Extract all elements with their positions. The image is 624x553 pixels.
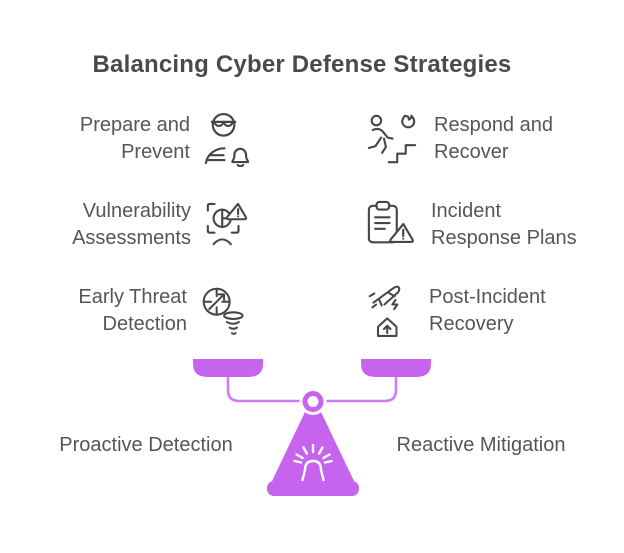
scan-warning-icon (204, 200, 250, 250)
item-label-line: Prepare and (79, 114, 190, 136)
item-label: Post-Incident Recovery (429, 284, 546, 338)
runner-stairs-flame-icon (366, 113, 419, 166)
scale-pivot-ring (302, 391, 324, 412)
radar-tornado-icon (200, 283, 250, 339)
item-respond-and-recover: Respond and Recover (366, 110, 553, 168)
scale-label-reactive: Reactive Mitigation (396, 434, 566, 456)
item-post-incident-recovery: Post-Incident Recovery (366, 282, 546, 340)
item-prepare-and-prevent: Prepare and Prevent (80, 110, 250, 168)
item-label: Incident Response Plans (431, 198, 577, 252)
agent-bell-icon (203, 112, 250, 167)
item-vulnerability-assessments: Vulnerability Assessments (72, 196, 250, 254)
item-label-line: Respond and (434, 114, 553, 136)
item-label: Respond and Recover (434, 112, 553, 166)
item-label-line: Recovery (429, 313, 514, 335)
item-label-line: Prevent (121, 141, 190, 163)
clipboard-warning-icon (366, 200, 416, 250)
scale-hanger-right (311, 375, 398, 403)
scale-hanger-left (226, 375, 315, 403)
item-label-line: Post-Incident (429, 286, 546, 308)
item-label-line: Incident (431, 200, 502, 222)
item-label-line: Recover (434, 141, 509, 163)
item-early-threat-detection: Early Threat Detection (78, 282, 250, 340)
page-title: Balancing Cyber Defense Strategies (92, 51, 512, 78)
item-label: Early Threat Detection (78, 284, 187, 338)
item-incident-response-plans: Incident Response Plans (366, 196, 577, 254)
scale-base (267, 481, 359, 496)
scale-pan-right (361, 359, 431, 377)
scale-label-proactive: Proactive Detection (59, 434, 233, 456)
item-label-line: Early Threat (78, 286, 187, 308)
siren-icon (293, 443, 333, 482)
item-label-line: Response Plans (431, 227, 577, 249)
plane-house-icon (366, 284, 414, 338)
item-label: Prepare and Prevent (80, 112, 190, 166)
item-label: Vulnerability Assessments (72, 198, 191, 252)
balance-scale (180, 355, 450, 505)
item-label-line: Assessments (72, 227, 191, 249)
item-label-line: Detection (102, 313, 188, 335)
scale-pan-left (193, 359, 263, 377)
item-label-line: Vulnerability (82, 200, 191, 222)
